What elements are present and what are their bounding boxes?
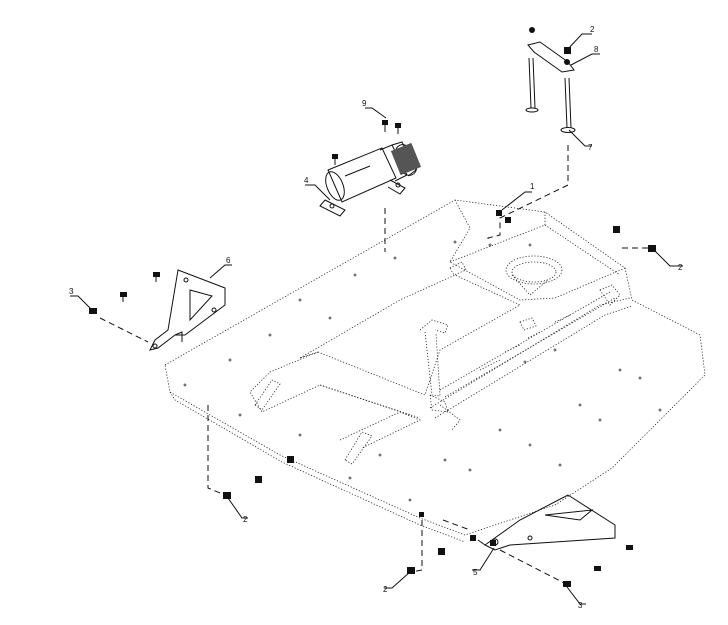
callout-1: 1 <box>530 182 535 191</box>
callout-4: 4 <box>304 176 309 185</box>
fasteners <box>89 210 656 587</box>
discharge-opening <box>505 255 563 296</box>
filter-canister <box>319 141 422 217</box>
callout-2-left-bottom: 2 <box>243 515 248 524</box>
callout-8: 8 <box>594 45 599 54</box>
callout-3-left: 3 <box>69 287 74 296</box>
assembly-lines <box>99 145 650 586</box>
deck-lever <box>419 319 449 413</box>
callout-labels: 1 2 2 2 2 3 3 4 5 6 7 8 9 <box>69 25 683 610</box>
mower-deck <box>164 199 706 543</box>
mounting-holes <box>183 240 662 502</box>
left-bracket <box>149 269 226 351</box>
callout-3-bottom: 3 <box>578 601 583 610</box>
rim-hardware <box>449 261 621 371</box>
rod-assembly <box>525 27 576 133</box>
right-bracket <box>477 494 616 551</box>
callout-7: 7 <box>588 143 593 152</box>
callout-2-top: 2 <box>590 25 595 34</box>
callout-5: 5 <box>473 568 478 577</box>
callout-2-bottom: 2 <box>383 585 388 594</box>
leader-lines <box>70 33 683 605</box>
callout-2-right: 2 <box>678 263 683 272</box>
callout-9: 9 <box>362 99 367 108</box>
bolts-item-9 <box>332 120 401 165</box>
callout-6: 6 <box>226 256 231 265</box>
